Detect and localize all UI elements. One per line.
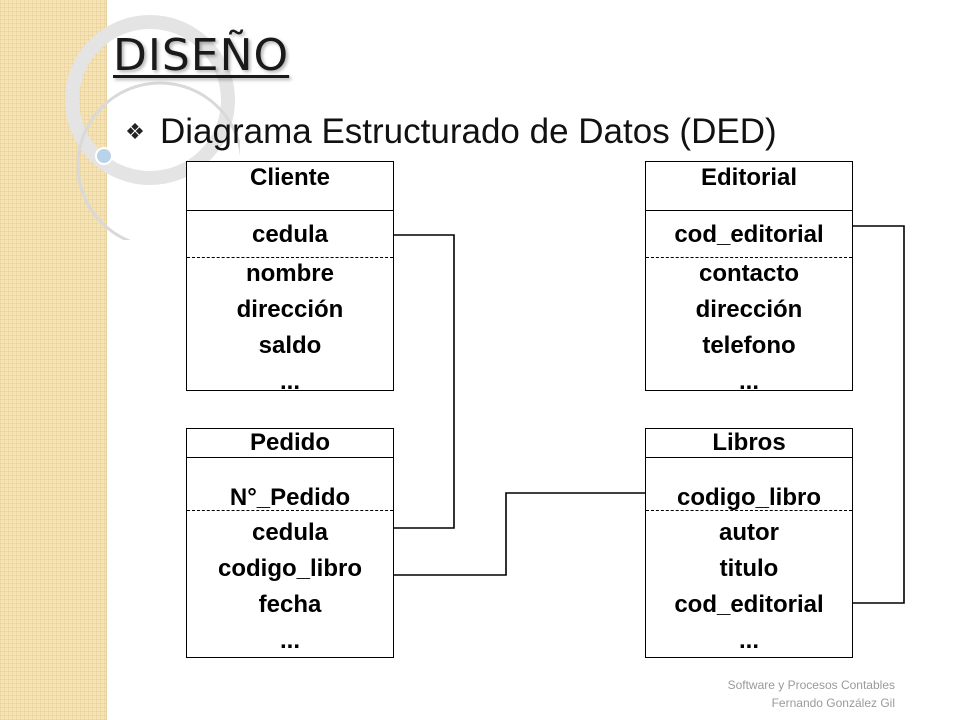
- entity-editorial: Editorial cod_editorial contacto direcci…: [645, 161, 853, 395]
- entity-libros: Libros codigo_libro autor titulo cod_edi…: [645, 428, 853, 658]
- entity-cliente-key: cedula: [187, 223, 393, 258]
- entity-cliente-attr: ...: [279, 368, 300, 395]
- cliente-pedido-line: [392, 234, 455, 529]
- entity-libros-name: Libros: [646, 429, 852, 458]
- entity-pedido-attr: codigo_libro: [218, 555, 362, 582]
- entity-editorial-attr: contacto: [698, 260, 799, 287]
- footer: Software y Procesos Contables Fernando G…: [728, 676, 895, 712]
- bullet-line: ❖ Diagrama Estructurado de Datos (DED): [110, 112, 777, 152]
- footer-course: Software y Procesos Contables: [727, 678, 895, 692]
- entity-cliente-attr: saldo: [258, 332, 322, 359]
- entity-libros-attr: titulo: [719, 555, 779, 582]
- entity-libros-attr: autor: [719, 519, 779, 546]
- entity-libros-attr: cod_editorial: [674, 591, 824, 618]
- deco-dot: [95, 147, 113, 165]
- decorative-circles: [65, 15, 240, 240]
- entity-pedido-attr: fecha: [258, 591, 322, 618]
- entity-cliente-attr: dirección: [236, 296, 344, 323]
- deco-ring-outer: [65, 15, 235, 185]
- pedido-libros-line: [392, 492, 646, 576]
- entity-pedido-name: Pedido: [187, 429, 393, 458]
- entity-editorial-key: cod_editorial: [646, 223, 852, 258]
- entity-editorial-attr: telefono: [702, 332, 796, 359]
- entity-libros-key: codigo_libro: [646, 486, 852, 511]
- entity-editorial-name: Editorial: [646, 162, 852, 211]
- entity-cliente-attr: nombre: [245, 260, 334, 287]
- entity-cliente: Cliente cedula nombre dirección saldo ..…: [186, 161, 394, 395]
- entity-pedido: Pedido N°_Pedido cedula codigo_libro fec…: [186, 428, 394, 658]
- entity-editorial-attr: ...: [738, 368, 759, 395]
- entity-cliente-name: Cliente: [187, 162, 393, 211]
- bullet-text: Diagrama Estructurado de Datos (DED): [160, 112, 777, 151]
- decorative-sidebar: [0, 0, 107, 720]
- deco-ring-inner: [76, 81, 240, 240]
- footer-author: Fernando González Gil: [771, 696, 895, 710]
- entity-editorial-attr: dirección: [695, 296, 803, 323]
- entity-pedido-key: N°_Pedido: [187, 486, 393, 511]
- entity-pedido-attr: cedula: [251, 519, 329, 546]
- editorial-libros-line: [852, 225, 905, 604]
- entity-pedido-attr: ...: [279, 627, 300, 654]
- slide-title: DISEÑO: [113, 30, 290, 81]
- diamond-bullet-icon: ❖: [125, 119, 145, 144]
- entity-libros-attr: ...: [738, 627, 759, 654]
